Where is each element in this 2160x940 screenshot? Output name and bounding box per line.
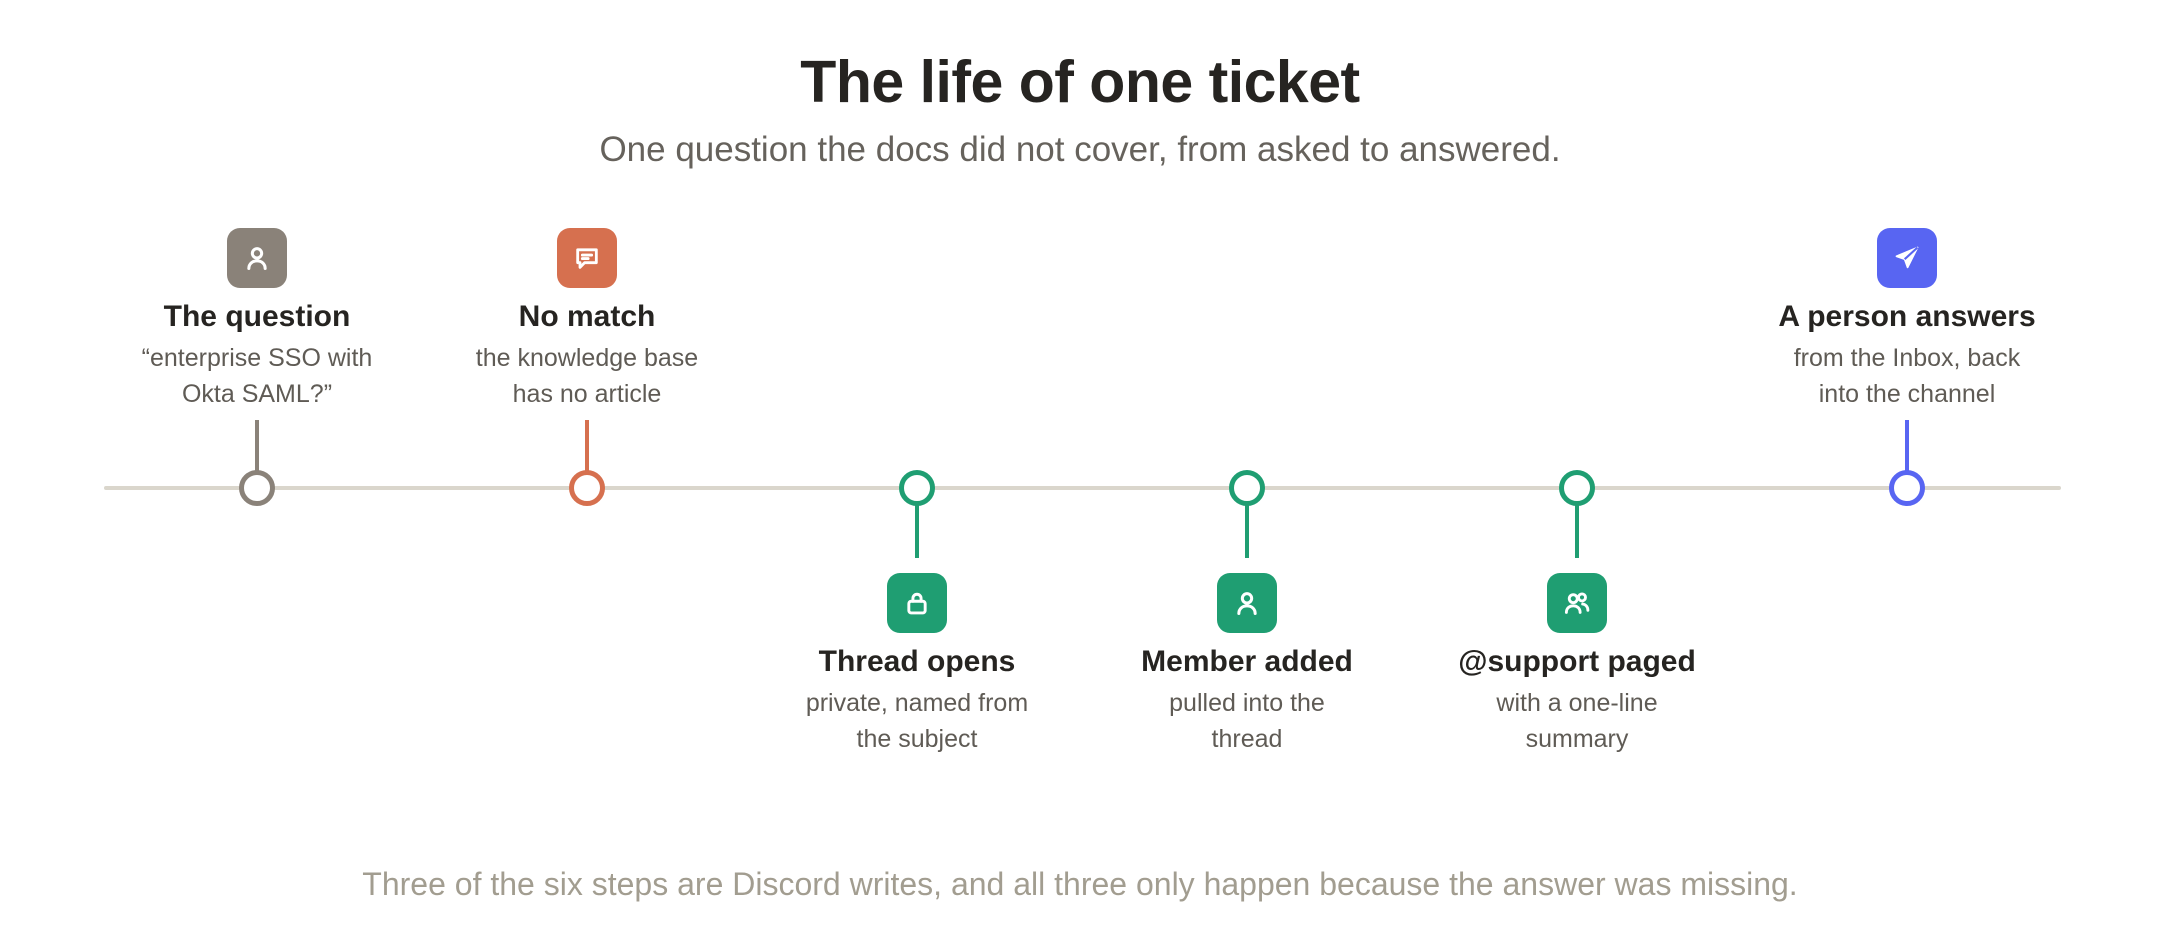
lock-icon [887, 573, 947, 633]
user-icon [1217, 573, 1277, 633]
step-title: The question [163, 300, 351, 333]
step-connector [915, 486, 919, 558]
page-title: The life of one ticket [800, 49, 1360, 115]
step-title: @support paged [1458, 645, 1696, 678]
step-description: the knowledge base has no article [475, 344, 699, 408]
step-description: from the Inbox, back into the channel [1793, 344, 2021, 408]
message-icon [557, 228, 617, 288]
step-connector [1575, 486, 1579, 558]
step-connector [585, 420, 589, 476]
step-title: Thread opens [818, 645, 1016, 678]
footer-note: Three of the six steps are Discord write… [362, 866, 1798, 902]
step-description: with a one-line summary [1496, 689, 1658, 753]
users-icon [1547, 573, 1607, 633]
step-description: private, named from the subject [805, 689, 1029, 753]
timeline-node [1229, 470, 1265, 506]
send-icon [1877, 228, 1937, 288]
user-icon [227, 228, 287, 288]
step-title: A person answers [1778, 300, 2036, 333]
step-connector [1245, 486, 1249, 558]
step-title: No match [518, 300, 656, 333]
step-connector [255, 420, 259, 476]
timeline-node [899, 470, 935, 506]
step-description: “enterprise SSO with Okta SAML?” [141, 344, 373, 408]
page-subtitle: One question the docs did not cover, fro… [599, 130, 1561, 169]
timeline-node [1559, 470, 1595, 506]
timeline-node [1889, 470, 1925, 506]
timeline-node [239, 470, 275, 506]
step-title: Member added [1141, 645, 1353, 678]
timeline-node [569, 470, 605, 506]
timeline-axis [104, 486, 2061, 490]
step-description: pulled into the thread [1169, 689, 1325, 753]
step-connector [1905, 420, 1909, 476]
